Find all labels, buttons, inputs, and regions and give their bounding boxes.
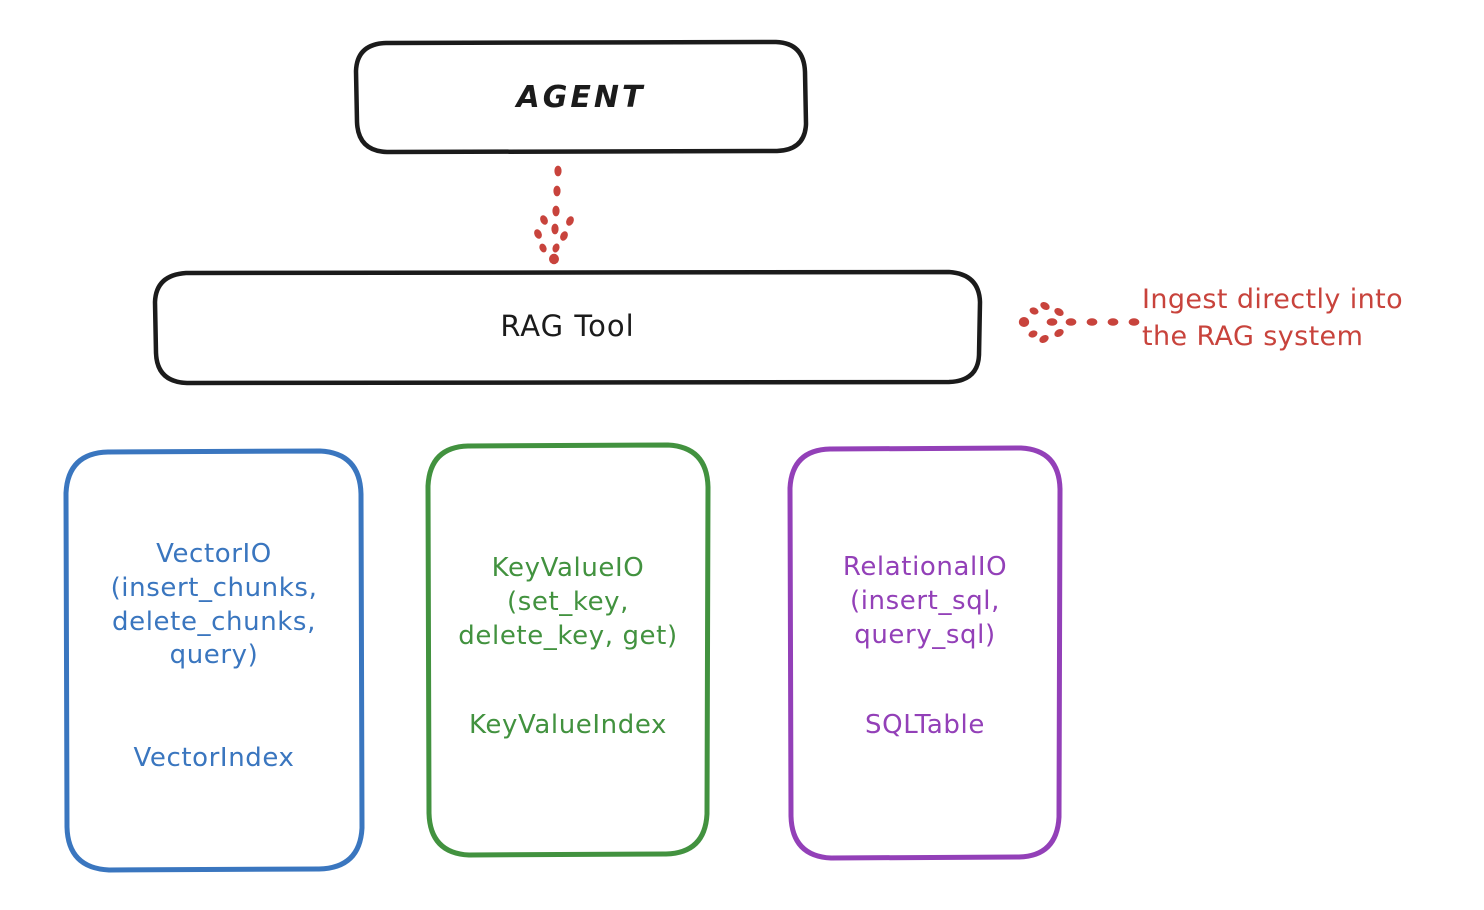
agent-box-outline <box>353 39 809 155</box>
annotation-to-rag-tool-connector <box>1018 302 1140 343</box>
key-value-io-box-outline <box>425 442 711 858</box>
vector-io-box-outline <box>63 448 365 873</box>
rag-tool-box-outline <box>152 269 983 386</box>
agent-to-rag-tool-connector <box>534 165 574 265</box>
ingest-annotation-label: Ingest directly into the RAG system <box>1142 284 1404 353</box>
relational-io-box-outline <box>787 445 1063 861</box>
